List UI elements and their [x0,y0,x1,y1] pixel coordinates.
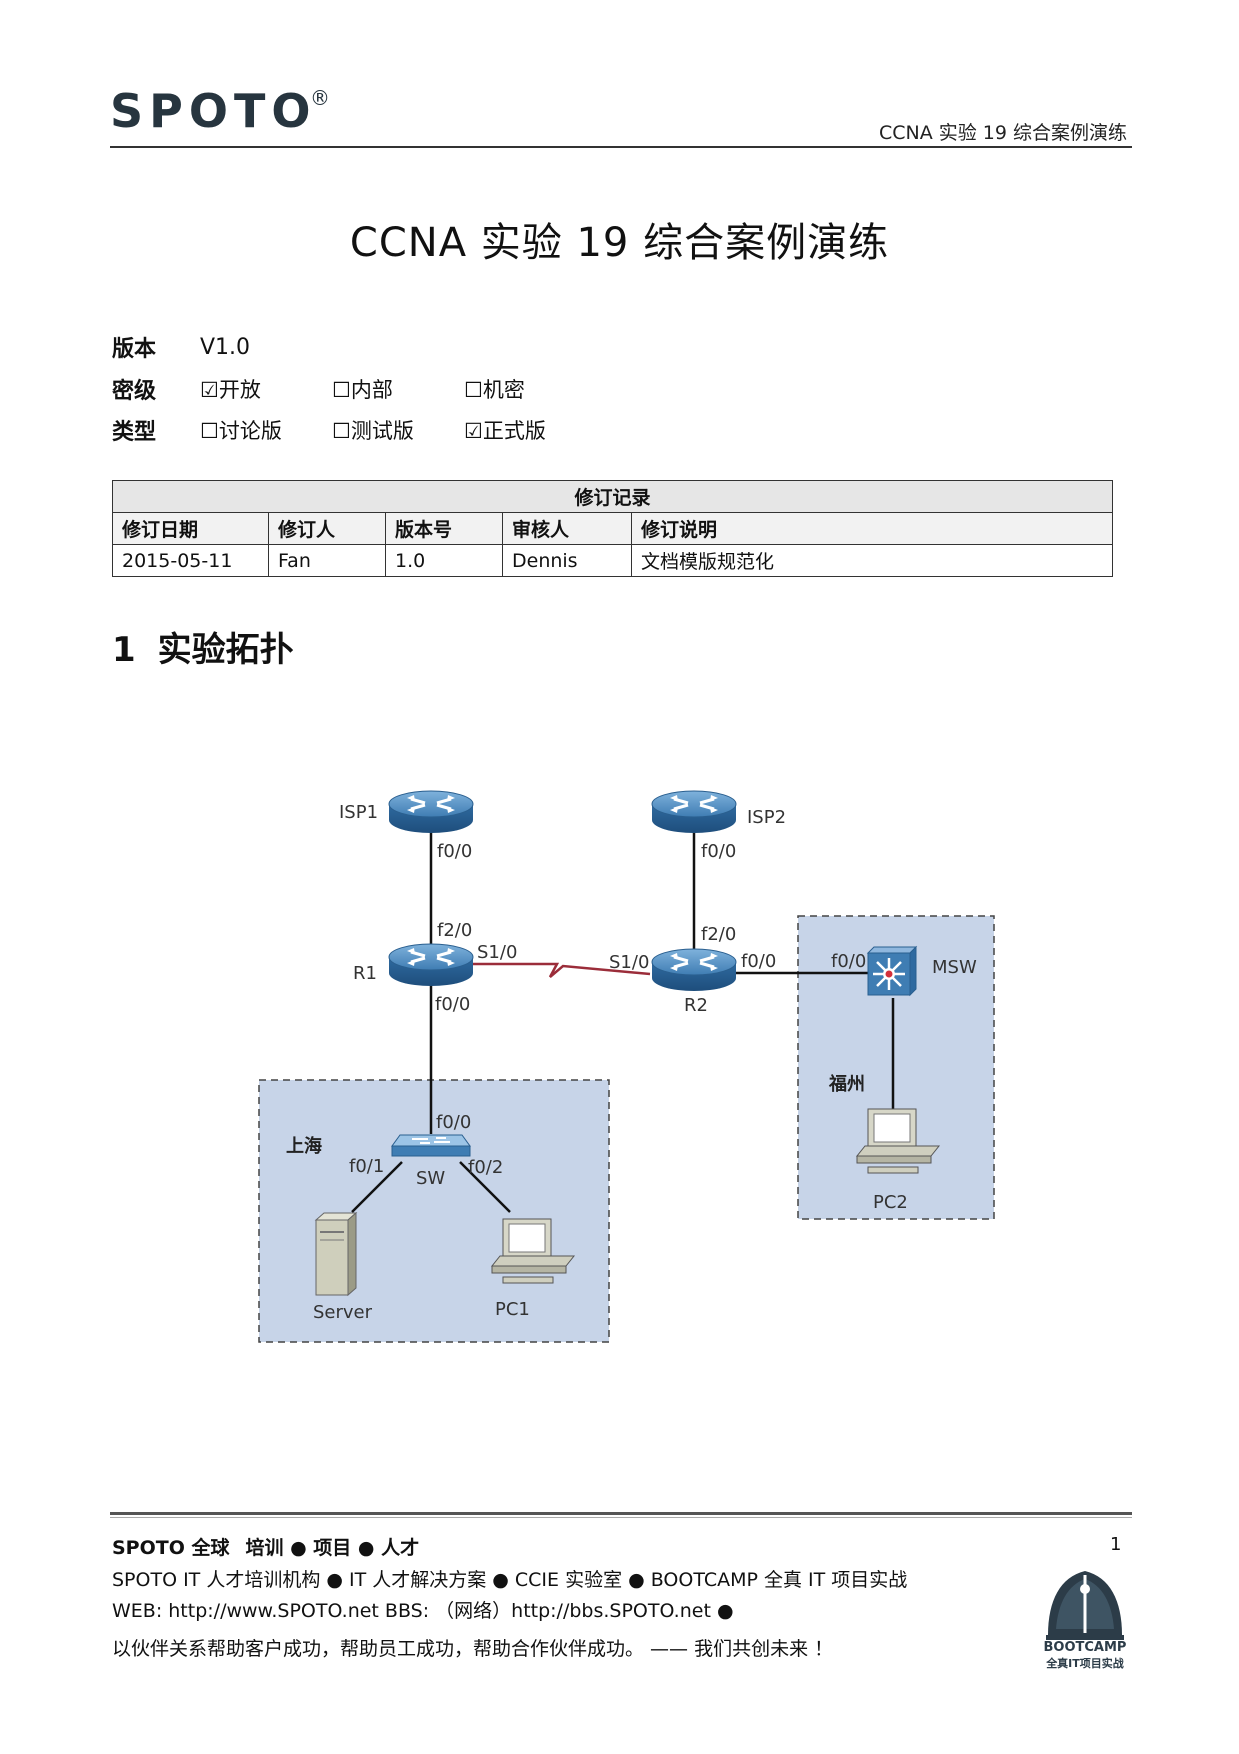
document-title: CCNA 实验 19 综合案例演练 [349,220,890,266]
fuzhou-label: 福州 [828,1073,865,1095]
type-option-final[interactable]: ☑正式版 [464,419,546,443]
table-cell: 1.0 [385,544,503,577]
isp1-label: ISP1 [339,802,378,823]
section-number: 1 [112,630,136,670]
footer-links[interactable]: WEB: http://www.SPOTO.net BBS: （网络）http:… [112,1600,734,1622]
table-row: 2015-05-11 Fan 1.0 Dennis 文档模版规范化 [112,544,1113,577]
table-cell: 文档模版规范化 [631,544,1113,577]
bootcamp-name: BOOTCAMP [1043,1640,1127,1655]
footer-slogan: SPOTO 全球培训 ● 项目 ● 人才 [112,1533,419,1560]
column-header: 修订人 [268,512,386,545]
table-cell: Dennis [502,544,632,577]
secrecy-option-internal[interactable]: ☐内部 [332,378,393,402]
pc2-computer-icon[interactable] [855,1108,941,1174]
footer-divider-thin [110,1517,1132,1518]
revision-table-header: 修订日期 修订人 版本号 审核人 修订说明 [112,512,1113,545]
isp2-label: ISP2 [747,807,786,828]
r2-label: R2 [684,995,708,1016]
shanghai-label: 上海 [286,1135,322,1157]
r1-router-icon[interactable] [387,942,475,988]
version-value: V1.0 [200,334,251,360]
footer-slogan-brand: SPOTO 全球 [112,1537,230,1559]
type-row: 类型 ☐讨论版 ☐测试版 ☑正式版 [112,415,596,445]
r2-f2-0-label: f2/0 [701,924,736,945]
sw-f0-0-label: f0/0 [436,1112,471,1133]
sw-switch-icon[interactable] [391,1134,471,1157]
server-icon[interactable] [314,1211,358,1297]
section-title: 实验拓扑 [157,630,294,670]
column-header: 修订日期 [112,512,269,545]
version-row: 版本 V1.0 [112,332,251,363]
section-heading: 1 实验拓扑 [112,622,294,671]
r1-s1-0-label: S1/0 [477,942,517,963]
type-option-test[interactable]: ☐测试版 [332,419,414,443]
column-header: 版本号 [385,512,503,545]
page-number: 1 [1110,1534,1122,1555]
pc1-label: PC1 [495,1299,530,1320]
secrecy-row: 密级 ☑开放 ☐内部 ☐机密 [112,374,596,404]
bootcamp-subtitle: 全真IT项目实战 [1046,1657,1124,1670]
sw-f0-1-label: f0/1 [349,1156,384,1177]
r1-f0-0-label: f0/0 [435,994,470,1015]
serial-link-r1-r2 [473,962,651,978]
footer-slogan-rest: 培训 ● 项目 ● 人才 [245,1537,420,1559]
revision-table-caption: 修订记录 [112,480,1113,513]
header-title: CCNA 实验 19 综合案例演练 [878,122,1127,144]
r2-f0-0-label: f0/0 [741,951,776,972]
isp1-router-icon[interactable] [387,789,475,835]
link-sw-pc1 [459,1161,511,1213]
r2-s1-0-label: S1/0 [609,952,649,973]
topology-diagram: ISP1 ISP2 R1 R2 MSW SW Server PC1 PC2 上海… [258,789,995,1343]
msw-f0-0-label: f0/0 [831,951,866,972]
column-header: 审核人 [502,512,632,545]
bootcamp-logo-icon [1046,1571,1124,1640]
type-label: 类型 [112,420,157,445]
table-cell: 2015-05-11 [112,544,269,577]
revision-table: 修订记录 修订日期 修订人 版本号 审核人 修订说明 2015-05-11 Fa… [112,480,1113,577]
r2-router-icon[interactable] [650,947,738,993]
r1-f2-0-label: f2/0 [437,920,472,941]
footer-divider [110,1512,1132,1515]
sw-f0-2-label: f0/2 [468,1157,503,1178]
isp2-f0-0-label: f0/0 [701,841,736,862]
secrecy-option-open[interactable]: ☑开放 [200,378,261,402]
link-sw-server [351,1161,403,1213]
server-label: Server [313,1302,373,1323]
isp1-f0-0-label: f0/0 [437,841,472,862]
isp2-router-icon[interactable] [650,789,738,835]
pc2-label: PC2 [873,1192,908,1213]
shanghai-region [258,1079,610,1343]
version-label: 版本 [112,337,157,362]
table-cell: Fan [268,544,386,577]
footer-services: SPOTO IT 人才培训机构 ● IT 人才解决方案 ● CCIE 实验室 ●… [112,1569,908,1591]
msw-switch-icon[interactable] [866,945,918,997]
spoto-logo: SPOTO [110,84,317,138]
secrecy-option-confidential[interactable]: ☐机密 [464,378,525,402]
registered-mark: ® [310,86,330,110]
column-header: 修订说明 [631,512,1113,545]
footer-motto: 以伙伴关系帮助客户成功，帮助员工成功，帮助合作伙伴成功。 —— 我们共创未来 ！ [112,1638,834,1660]
header-divider [110,146,1132,148]
r1-label: R1 [353,963,377,984]
msw-label: MSW [932,957,977,978]
sw-label: SW [416,1168,445,1189]
pc1-computer-icon[interactable] [490,1218,576,1284]
type-option-discussion[interactable]: ☐讨论版 [200,419,282,443]
secrecy-label: 密级 [112,379,157,404]
